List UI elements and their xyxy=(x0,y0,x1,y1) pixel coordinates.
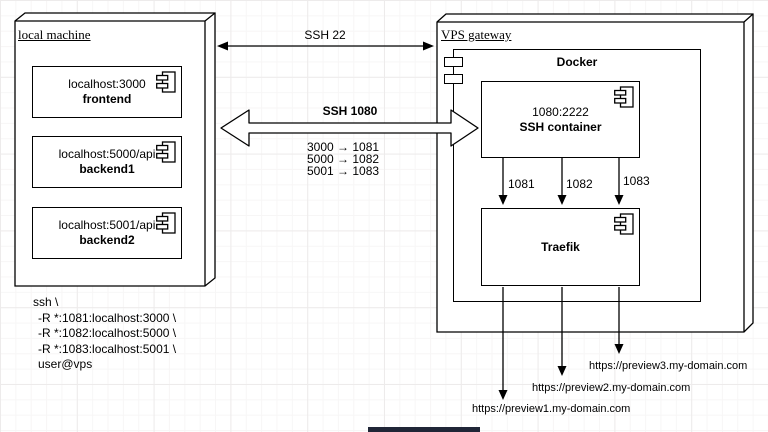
component-icon xyxy=(614,86,634,108)
docker-tab-icon xyxy=(444,57,463,67)
port-label-1082: 1082 xyxy=(566,177,593,191)
ssh-container-ports: 1080:2222 xyxy=(532,104,589,119)
frontend-name: frontend xyxy=(82,92,132,106)
docker-tab-icon xyxy=(444,74,463,84)
component-icon xyxy=(156,141,176,163)
ssh-command-line: -R *:1082:localhost:5000 \ xyxy=(38,326,177,340)
ssh-container-name: SSH container xyxy=(519,119,602,134)
port-label-1083: 1083 xyxy=(623,174,650,188)
component-traefik: Traefik xyxy=(481,208,640,286)
port-mapping: 5001 → 1083 xyxy=(307,164,380,178)
ssh-command-block: ssh \ -R *:1081:localhost:3000 \ -R *:10… xyxy=(33,295,176,373)
local-machine-title: local machine xyxy=(18,27,91,42)
ssh-command-line: ssh \ xyxy=(33,295,59,309)
ssh22-arrow xyxy=(217,41,434,51)
ssh22-label: SSH 22 xyxy=(304,28,346,42)
ssh-command-line: user@vps xyxy=(38,357,93,371)
component-backend2: localhost:5001/api backend2 xyxy=(32,207,182,259)
backend1-name: backend1 xyxy=(79,162,135,176)
frontend-address: localhost:3000 xyxy=(68,77,146,91)
component-icon xyxy=(614,213,634,235)
bottom-ui-bar xyxy=(368,427,480,432)
url-preview2: https://preview2.my-domain.com xyxy=(532,382,691,394)
component-frontend: localhost:3000 frontend xyxy=(32,66,182,118)
component-icon xyxy=(156,71,176,93)
vps-gateway-title: VPS gateway xyxy=(441,27,512,42)
port-label-1081: 1081 xyxy=(508,177,535,191)
backend1-address: localhost:5000/api xyxy=(58,147,156,161)
component-backend1: localhost:5000/api backend1 xyxy=(32,136,182,188)
docker-title: Docker xyxy=(556,55,598,69)
ssh-command-line: -R *:1081:localhost:3000 \ xyxy=(38,310,177,325)
port-mapping-list: 3000 → 1081 5000 → 1082 5001 → 1083 xyxy=(307,141,379,177)
ssh1080-label: SSH 1080 xyxy=(322,104,378,118)
backend2-address: localhost:5001/api xyxy=(58,218,156,232)
url-preview1: https://preview1.my-domain.com xyxy=(472,403,631,415)
component-ssh-container: 1080:2222 SSH container xyxy=(481,81,640,158)
component-icon xyxy=(156,212,176,234)
traefik-name: Traefik xyxy=(541,239,580,254)
ssh-command-line: -R *:1083:localhost:5001 \ xyxy=(38,341,177,356)
backend2-name: backend2 xyxy=(79,233,135,247)
port-mapping: 5000 → 1082 xyxy=(307,152,380,166)
url-preview3: https://preview3.my-domain.com xyxy=(589,360,748,372)
